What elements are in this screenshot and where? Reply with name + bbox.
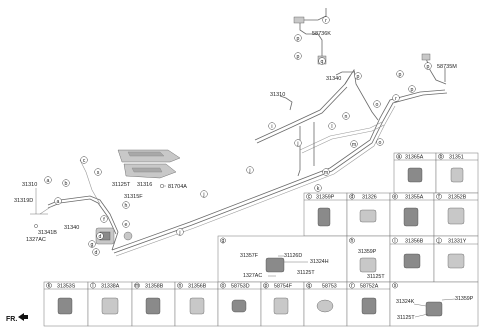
svg-text:g: g <box>222 238 225 244</box>
cell-p-part: 58754F <box>274 284 293 290</box>
parts-grid: a 31365A b 31351 c 31359P d 31326 e 3135… <box>43 152 479 327</box>
cell-c-part: 31359P <box>316 195 335 201</box>
cell-m-part: 31358B <box>145 284 164 290</box>
label-81704A: 81704A <box>168 184 187 190</box>
cell-s-label-2: 31125T <box>397 315 415 321</box>
svg-text:m: m <box>352 142 356 148</box>
svg-text:k: k <box>48 283 51 289</box>
svg-text:e: e <box>394 194 397 200</box>
cell-o-part: 58753D <box>231 284 250 290</box>
label-31340-top: 31340 <box>326 76 341 82</box>
svg-text:j: j <box>296 141 298 147</box>
svg-text:d: d <box>351 194 354 200</box>
cell-g-label-4: 31125T <box>297 270 315 276</box>
label-58736K: 58736K <box>312 31 331 37</box>
svg-text:f: f <box>103 217 105 223</box>
svg-text:s: s <box>394 283 397 289</box>
cell-g-label-2: 31324H <box>310 259 329 265</box>
cell-f-part: 31352B <box>448 195 467 201</box>
svg-text:i: i <box>271 124 272 130</box>
label-31316: 31316 <box>137 182 152 188</box>
tank-guard <box>117 149 181 179</box>
svg-text:a: a <box>47 178 50 184</box>
cell-s-label-1: 31359P <box>455 296 474 302</box>
label-31340-left: 31340 <box>64 225 79 231</box>
svg-text:h: h <box>125 203 128 209</box>
svg-text:j: j <box>437 238 439 244</box>
svg-text:p: p <box>427 64 430 70</box>
cell-n-part: 31356B <box>188 284 207 290</box>
cell-q-part: 58753 <box>322 284 337 290</box>
top-hose-parts <box>293 16 431 65</box>
svg-text:a: a <box>57 199 60 205</box>
svg-text:b: b <box>440 154 443 160</box>
callouts: r p p q p p p p r o n o l m i j m k j j … <box>44 16 432 256</box>
svg-text:f: f <box>438 194 440 200</box>
svg-text:c: c <box>308 194 311 200</box>
svg-text:q: q <box>308 283 311 289</box>
cell-a-part: 31365A <box>405 155 424 161</box>
svg-text:l: l <box>331 124 332 130</box>
svg-text:s: s <box>97 170 100 176</box>
cell-g-label-1: 31126D <box>284 253 302 259</box>
cell-j-part: 31331Y <box>448 239 467 245</box>
label-58735M: 58735M <box>437 64 457 70</box>
svg-text:o: o <box>376 102 379 108</box>
label-1327AC-left: 1327AC <box>26 237 46 243</box>
label-31315F: 31315F <box>124 194 143 200</box>
svg-text:p: p <box>265 283 268 289</box>
svg-text:g: g <box>91 242 94 248</box>
svg-text:j: j <box>202 192 204 198</box>
svg-text:r: r <box>325 18 327 24</box>
cell-e-part: 31355A <box>405 195 424 201</box>
label-31310-left: 31310 <box>22 182 37 188</box>
cell-h-label-0: 31359P <box>358 249 377 255</box>
svg-text:d: d <box>95 250 98 256</box>
cell-l-part: 31338A <box>101 284 120 290</box>
label-31125T-left: 31125T <box>112 182 131 188</box>
svg-text:a: a <box>398 154 401 160</box>
cell-k-part: 31353S <box>57 284 76 290</box>
cell-b-part: 31351 <box>449 155 464 161</box>
svg-text:k: k <box>317 186 320 192</box>
svg-text:b: b <box>65 181 68 187</box>
svg-text:n: n <box>345 114 348 120</box>
svg-text:l: l <box>92 283 93 289</box>
cell-g-label-0: 31357F <box>240 253 259 259</box>
cell-i-part: 31356B <box>405 239 424 245</box>
cell-d-part: 31326 <box>362 195 377 201</box>
svg-text:n: n <box>179 283 182 289</box>
fr-label: FR. <box>6 316 17 323</box>
front-arrow: FR. <box>6 313 28 323</box>
cell-s-label-0: 31324K <box>396 299 415 305</box>
svg-text:q: q <box>321 59 324 65</box>
svg-text:p: p <box>399 72 402 78</box>
svg-text:j: j <box>248 168 250 174</box>
svg-text:r: r <box>395 96 397 102</box>
svg-text:p: p <box>357 74 360 80</box>
svg-text:h: h <box>351 238 354 244</box>
svg-text:c: c <box>83 158 86 164</box>
part-labels: 58736K 31340 31310 58735M 31310 31319D 3… <box>14 31 457 243</box>
cell-h-label-1: 31125T <box>367 274 385 280</box>
svg-text:j: j <box>178 230 180 236</box>
label-31341B: 31341B <box>38 230 57 236</box>
svg-text:i: i <box>394 238 395 244</box>
cell-r-part: 58752A <box>360 284 379 290</box>
svg-text:o: o <box>379 140 382 146</box>
svg-text:p: p <box>297 36 300 42</box>
cell-g-label-3: 1327AC <box>243 273 262 279</box>
svg-text:p: p <box>411 87 414 93</box>
svg-text:m: m <box>135 283 139 289</box>
svg-text:e: e <box>125 222 128 228</box>
label-31319D: 31319D <box>14 198 33 204</box>
label-31310-top: 31310 <box>270 92 285 98</box>
svg-text:d: d <box>99 234 102 240</box>
svg-text:r: r <box>351 283 353 289</box>
pump-module <box>95 227 133 245</box>
svg-text:p: p <box>297 54 300 60</box>
svg-text:o: o <box>222 283 225 289</box>
svg-text:m: m <box>324 170 328 176</box>
